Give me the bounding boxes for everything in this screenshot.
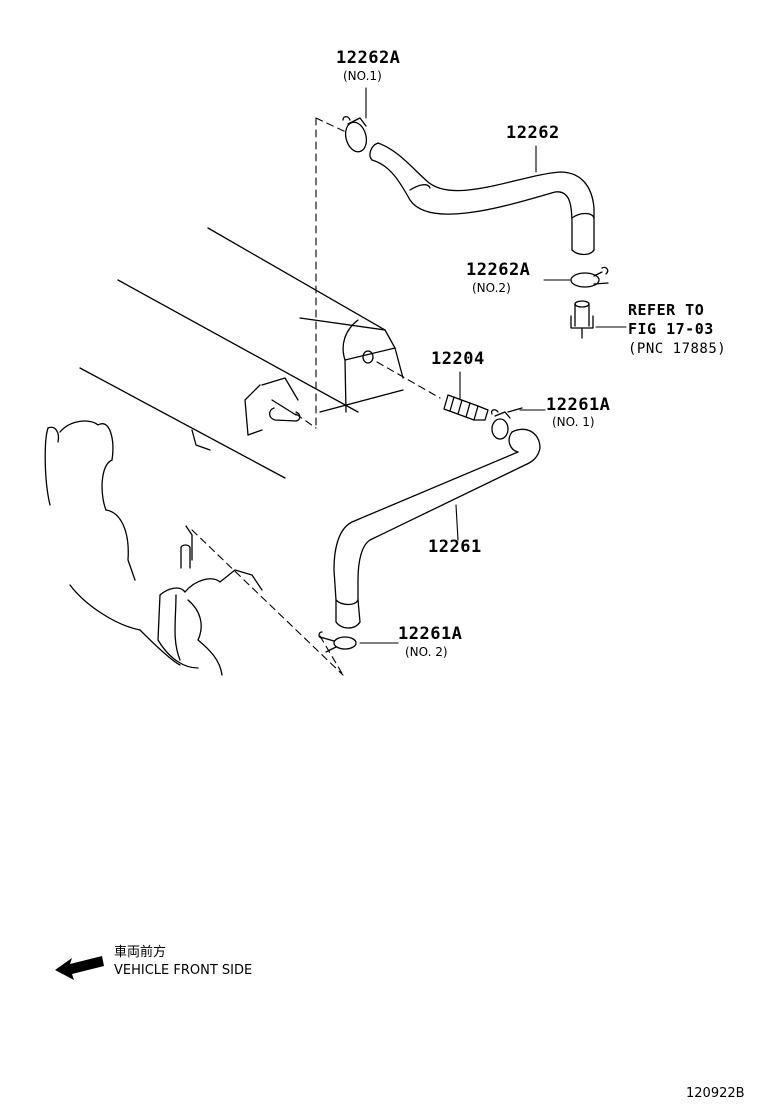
upper-hose (369, 142, 595, 256)
callout-valve-number: 12204 (431, 349, 485, 369)
callout-hose-lower-number: 12261 (428, 537, 482, 557)
callout-clamp-top-number: 12262A (336, 48, 401, 68)
callout-clamp-lower-bottom-sub: (NO. 2) (405, 645, 448, 659)
pcv-valve (362, 350, 489, 421)
direction-label-jp: 車両前方 (114, 945, 167, 960)
callout-clamp-lower-top-number: 12261A (546, 395, 611, 415)
figure-id: 120922B (686, 1086, 745, 1101)
callout-clamp-lower-bottom-number: 12261A (398, 624, 463, 644)
refer-fitting (570, 300, 594, 339)
direction-label-en: VEHICLE FRONT SIDE (114, 963, 253, 978)
refer-line-2: FIG 17-03 (628, 320, 714, 338)
engine-block-outline (44, 227, 404, 676)
arrow-left-icon (55, 956, 104, 980)
callout-clamp-upper-lower-sub: (NO.2) (472, 281, 511, 295)
clamp-upper-no1 (342, 115, 368, 153)
callout-hose-upper-number: 12262 (506, 123, 560, 143)
refer-line-3: (PNC 17885) (628, 341, 727, 357)
lower-hose (333, 428, 541, 629)
dashed-leaders (191, 117, 441, 676)
clamp-lower-no2 (318, 631, 357, 653)
callout-leaders (359, 87, 627, 644)
callout-clamp-upper-lower-number: 12262A (466, 260, 531, 280)
callout-clamp-top-sub: (NO.1) (343, 69, 382, 83)
callout-clamp-lower-top-sub: (NO. 1) (552, 415, 595, 429)
refer-line-1: REFER TO (628, 301, 705, 319)
clamp-lower-no1 (490, 407, 523, 440)
clamp-upper-no2 (570, 266, 609, 288)
